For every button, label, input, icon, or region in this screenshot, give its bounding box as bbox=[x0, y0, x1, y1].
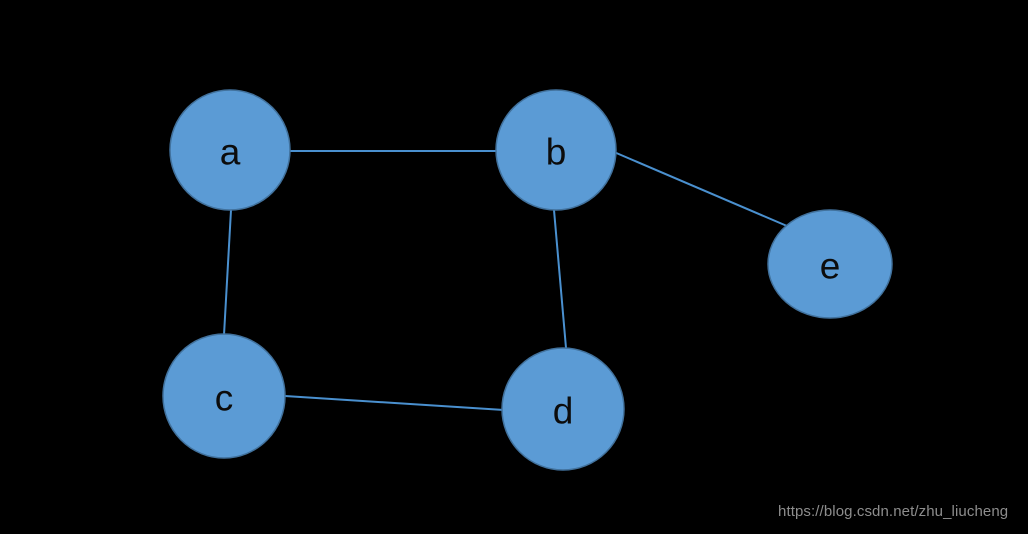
node-label-b: b bbox=[546, 132, 567, 173]
graph-edge-b-d bbox=[553, 209, 567, 349]
node-circle-b[interactable] bbox=[495, 89, 617, 211]
nodes-layer: a b c d e bbox=[162, 89, 893, 471]
node-circle-d[interactable] bbox=[501, 347, 625, 471]
node-circle-e[interactable] bbox=[767, 209, 893, 319]
graph-node-a[interactable]: a bbox=[169, 89, 291, 211]
graph-node-b[interactable]: b bbox=[495, 89, 617, 211]
node-circle-c[interactable] bbox=[162, 333, 286, 459]
graph-edge-c-d bbox=[284, 395, 505, 411]
node-label-a: a bbox=[220, 132, 241, 173]
node-circle-a[interactable] bbox=[169, 89, 291, 211]
node-label-e: e bbox=[820, 246, 841, 287]
node-label-c: c bbox=[215, 378, 234, 419]
graph-edge-a-c bbox=[223, 209, 232, 336]
graph-edge-b-e bbox=[613, 151, 788, 227]
graph-node-e[interactable]: e bbox=[767, 209, 893, 319]
graph-node-c[interactable]: c bbox=[162, 333, 286, 459]
edges-layer bbox=[223, 150, 788, 411]
graph-node-d[interactable]: d bbox=[501, 347, 625, 471]
watermark-text: https://blog.csdn.net/zhu_liucheng bbox=[778, 503, 1009, 520]
node-label-d: d bbox=[553, 391, 574, 432]
